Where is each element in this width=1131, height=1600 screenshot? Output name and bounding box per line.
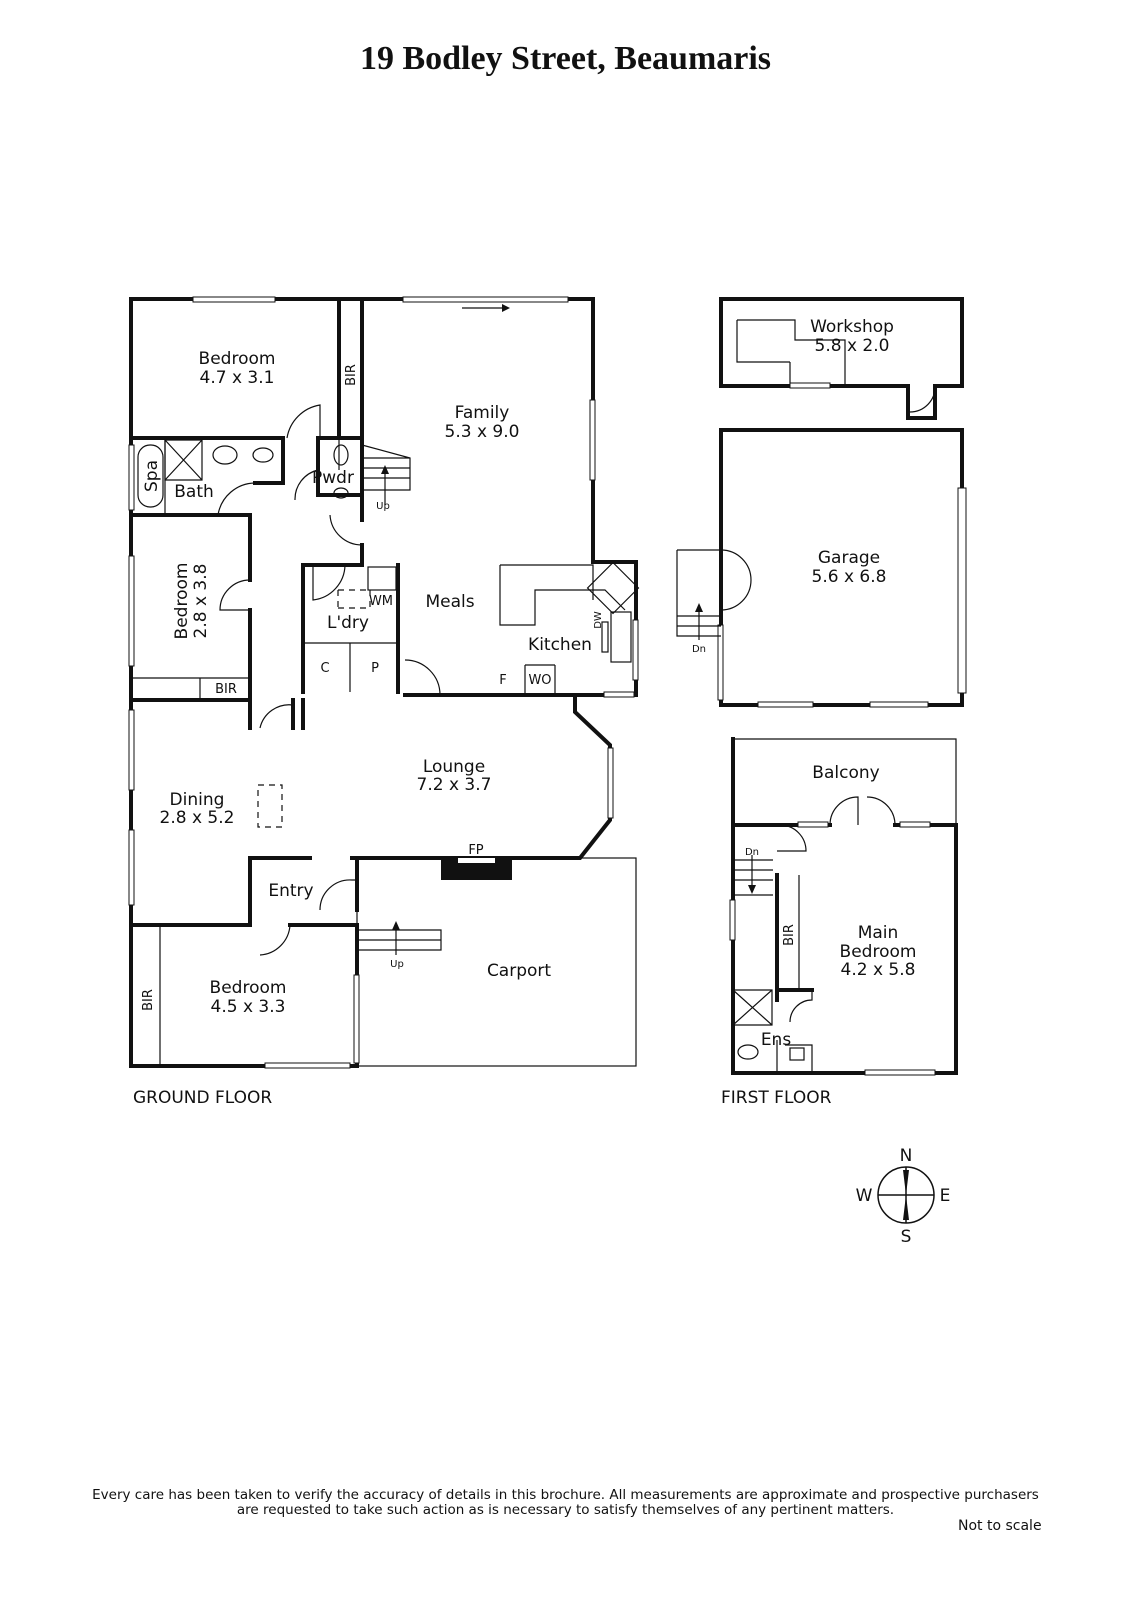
stairs-icon [361,444,411,491]
basin-icon [333,487,349,499]
room-label-workshop: Workshop [810,317,894,337]
cupboard-label: C [320,661,329,676]
room-label-bedroom: Bedroom [199,349,276,369]
room-label-carport: Carport [487,961,551,981]
ground-floor-plan: Bedroom 4.7 x 3.1 BIR Family 5.3 x 9.0 S… [128,296,640,1108]
skylight-dashed [257,784,283,828]
spa-label: Spa [142,460,162,492]
room-label-lounge: Lounge [423,757,485,777]
first-floor-label: FIRST FLOOR [721,1088,832,1108]
room-size-bedroom: 4.5 x 3.3 [211,997,286,1017]
room-size-lounge: 7.2 x 3.7 [417,775,492,795]
wall-oven-label: WO [528,673,551,688]
basin-icon [212,445,238,465]
stairs-up-label: Up [376,501,390,512]
fridge-label: F [499,673,506,688]
room-label-main: Main [858,923,899,943]
bir-label: BIR [215,682,237,697]
room-label-main-bedroom: Bedroom [840,942,917,962]
room-label-bedroom: Bedroom [172,563,192,640]
room-label-pwdr: Pwdr [312,468,354,488]
compass-north: N [900,1146,913,1166]
pantry-label: P [371,661,379,676]
room-label-family: Family [455,403,510,423]
room-label-meals: Meals [425,592,474,612]
room-label-ensuite: Ens [761,1030,792,1050]
room-size-workshop: 5.8 x 2.0 [815,336,890,356]
spa-bath-icon [137,444,164,508]
first-floor-plan: Workshop 5.8 x 2.0 Garage 5.6 x 6.8 Dn B… [676,297,967,1108]
compass-east: E [940,1186,951,1206]
room-label-kitchen: Kitchen [528,635,592,655]
fireplace-label: FP [468,843,483,858]
not-to-scale-note: Not to scale [958,1518,1042,1534]
page-title: 19 Bodley Street, Beaumaris [359,40,772,77]
bir-label: BIR [782,924,797,946]
room-size-bedroom: 4.7 x 3.1 [200,368,275,388]
disclaimer-line: are requested to take such action as is … [236,1502,895,1518]
room-size-dining: 2.8 x 5.2 [160,808,235,828]
sink-icon [610,611,632,663]
compass-west: W [856,1186,873,1206]
stairs-up-label: Up [390,959,404,970]
cooktop-icon [586,561,640,615]
room-label-dining: Dining [170,790,225,810]
toilet-icon [333,444,349,466]
room-label-laundry: L'dry [327,613,369,633]
dw-label: DW [593,611,604,629]
room-label-bath: Bath [174,482,214,502]
room-label-entry: Entry [268,881,313,901]
basin-icon [789,1047,805,1061]
trough-icon [367,566,397,591]
room-size-family: 5.3 x 9.0 [445,422,520,442]
shower-icon [164,439,203,481]
bir-label: BIR [141,989,156,1011]
disclaimer: Every care has been taken to verify the … [0,1488,1131,1518]
bir-label: BIR [344,364,359,386]
disclaimer-line: Every care has been taken to verify the … [92,1487,1039,1503]
stairs-down-label: Dn [745,847,759,858]
room-label-bedroom: Bedroom [210,978,287,998]
room-label-garage: Garage [818,548,880,568]
room-label-balcony: Balcony [812,763,879,783]
toilet-icon [737,1044,759,1060]
toilet-icon [252,447,274,463]
room-size-bedroom: 2.8 x 3.8 [191,564,211,639]
room-size-garage: 5.6 x 6.8 [812,567,887,587]
wm-label: WM [369,594,393,609]
fireplace-icon [441,858,512,880]
room-size-main-bedroom: 4.2 x 5.8 [841,960,916,980]
compass-icon: N S E W [856,1146,951,1247]
stairs-down-label: Dn [692,644,706,655]
compass-south: S [901,1227,912,1247]
ground-floor-label: GROUND FLOOR [133,1088,272,1108]
dryer-dashed [337,589,371,609]
